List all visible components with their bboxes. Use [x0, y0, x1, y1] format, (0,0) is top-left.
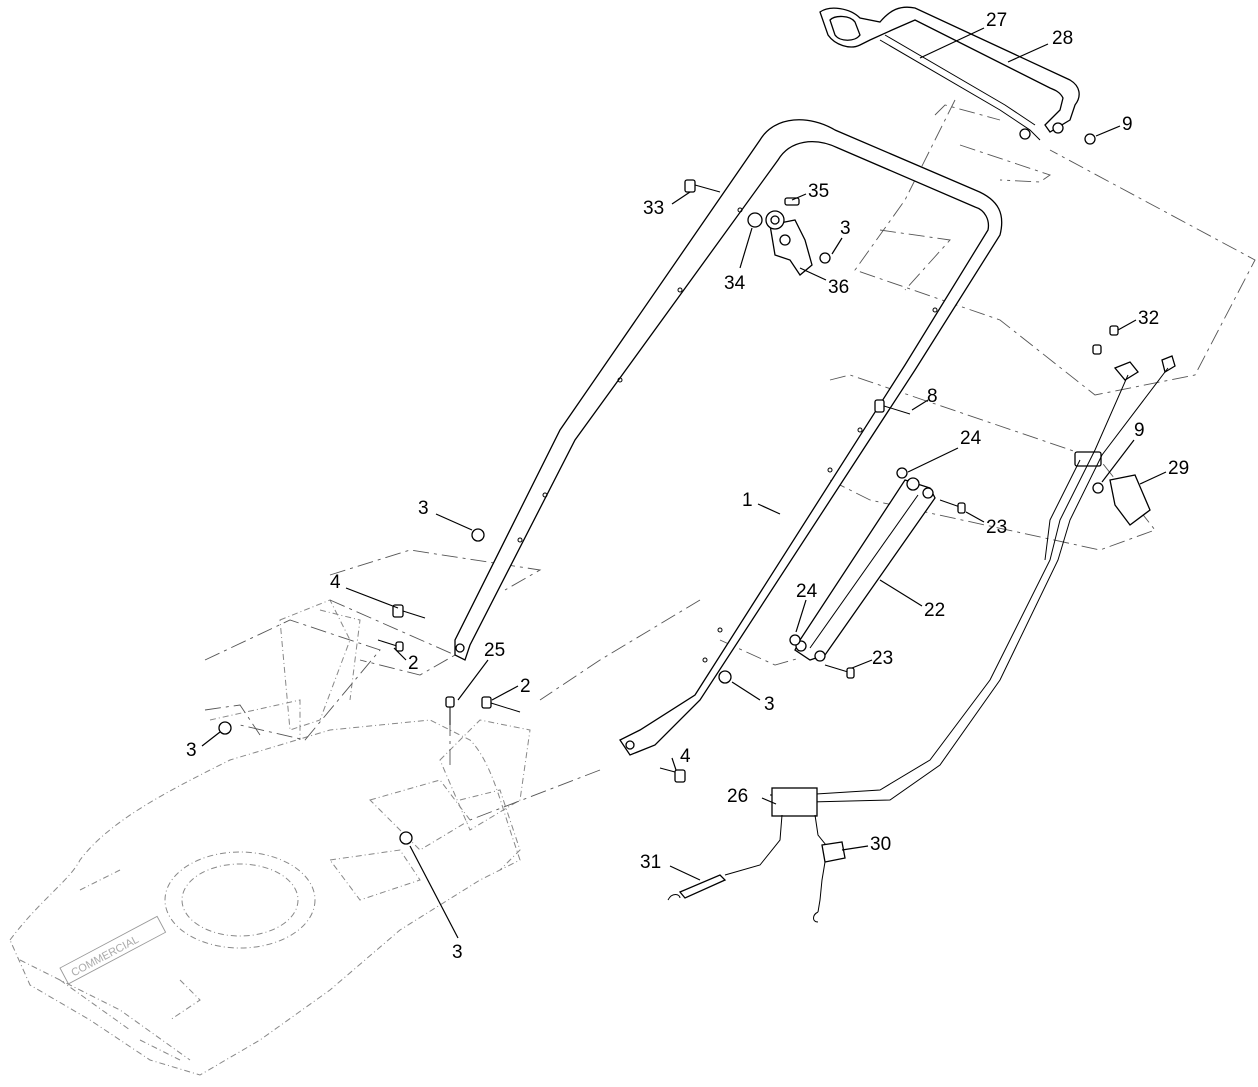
callout-3-handle-right: 3	[764, 694, 775, 715]
callout-23-upper: 23	[986, 517, 1007, 538]
deck-logo: COMMERCIAL	[59, 915, 167, 985]
callout-24-lower: 24	[796, 581, 818, 602]
assembly-phantom-lines	[204, 99, 1256, 821]
callout-3-handle-left: 3	[418, 498, 429, 519]
callout-34: 34	[724, 273, 746, 294]
callout-28: 28	[1052, 28, 1073, 49]
nut-3-handle-left	[471, 528, 485, 542]
nut-9-clip	[1092, 482, 1104, 494]
cable-assembly	[667, 355, 1176, 923]
callout-2-lower: 2	[520, 676, 531, 697]
bolt-4-upper	[392, 604, 426, 619]
leader-lines	[201, 27, 1167, 939]
callout-22: 22	[924, 600, 945, 621]
bolt-32	[1092, 325, 1119, 355]
callout-31: 31	[640, 852, 661, 873]
callout-9-top: 9	[1122, 114, 1133, 135]
callout-3-deck-front: 3	[452, 942, 463, 963]
fasteners	[218, 133, 1119, 845]
control-link	[789, 467, 936, 662]
handle-frame	[454, 119, 1003, 756]
callout-1: 1	[742, 490, 753, 511]
bolt-23-upper	[939, 499, 966, 514]
nut-3-deck-front	[399, 831, 413, 845]
callout-32: 32	[1138, 308, 1159, 329]
callout-26: 26	[727, 786, 748, 807]
nut-9-top	[1084, 133, 1096, 145]
bolt-23-lower	[824, 664, 855, 679]
callout-3-deck-left: 3	[186, 740, 197, 761]
mower-deck: COMMERCIAL	[9, 599, 531, 1076]
callout-9-clip: 9	[1134, 420, 1145, 441]
callout-30: 30	[870, 834, 891, 855]
callout-4-upper: 4	[330, 572, 341, 593]
deck-brand-text: COMMERCIAL	[69, 934, 140, 980]
callout-labels: 27 28 9 33 35 3 34 36 32 8 24 9 29 1 23 …	[186, 10, 1189, 963]
bolt-2-lower	[481, 696, 521, 713]
callout-24-upper: 24	[960, 428, 982, 449]
callout-27: 27	[986, 10, 1007, 31]
callout-29: 29	[1168, 458, 1189, 479]
bolt-2-upper	[377, 639, 404, 652]
bolt-4-lower	[659, 767, 686, 783]
callout-8: 8	[927, 386, 938, 407]
bolt-33	[684, 179, 721, 193]
bolt-25	[445, 696, 455, 725]
callout-2-upper: 2	[408, 653, 419, 674]
callout-33: 33	[643, 198, 664, 219]
nut-3-handle-right	[718, 670, 732, 684]
callout-36: 36	[828, 277, 849, 298]
callout-4-lower: 4	[680, 746, 691, 767]
bolt-8	[874, 399, 911, 415]
bail-assembly	[819, 6, 1080, 141]
callout-23-lower: 23	[872, 648, 893, 669]
callout-25: 25	[484, 640, 505, 661]
callout-35: 35	[808, 181, 829, 202]
pivot-bracket	[747, 197, 831, 276]
nut-3-deck-left	[218, 721, 232, 735]
callout-3-pivot: 3	[840, 218, 851, 239]
